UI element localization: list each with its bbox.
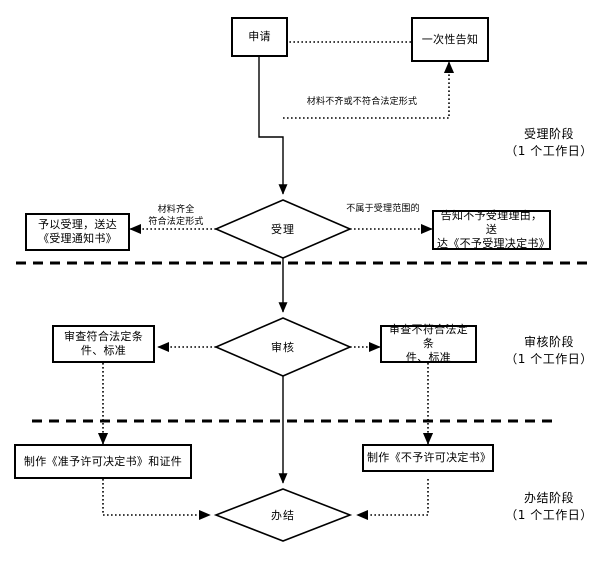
edge-apply-to-accept xyxy=(258,57,288,195)
node-one-time-notice-label: 一次性告知 xyxy=(421,32,479,46)
node-permit-grant-label: 制作《准予许可决定书》和证件 xyxy=(23,454,183,468)
stage-label-finish: 办结阶段 （1 个工作日） xyxy=(497,490,601,525)
node-accept-label: 受理 xyxy=(271,223,295,236)
node-review-fail-label: 审查不符合法定条 件、标准 xyxy=(388,323,469,364)
stage-label-accept-name: 受理阶段 xyxy=(523,127,574,141)
edge-label-materials-complete-text: 材料齐全 符合法定形式 xyxy=(148,205,204,228)
stage-label-finish-duration: （1 个工作日） xyxy=(505,508,593,523)
node-review-pass[interactable]: 审查符合法定条 件、标准 xyxy=(52,325,155,363)
node-apply-label: 申请 xyxy=(248,30,271,44)
node-review-pass-label: 审查符合法定条 件、标准 xyxy=(63,330,144,357)
edge-label-incomplete-materials: 材料不齐或不符合法定形式 xyxy=(281,96,443,108)
edge-label-incomplete-materials-text: 材料不齐或不符合法定形式 xyxy=(306,97,418,107)
edge-deny-to-finish xyxy=(356,479,429,521)
stage-label-finish-name: 办结阶段 xyxy=(523,491,574,505)
node-finish-label: 办结 xyxy=(271,509,295,522)
stage-label-accept: 受理阶段 （1 个工作日） xyxy=(497,126,601,161)
node-review-fail[interactable]: 审查不符合法定条 件、标准 xyxy=(380,323,477,364)
stage-label-review: 审核阶段 （1 个工作日） xyxy=(497,334,601,369)
stage-label-accept-duration: （1 个工作日） xyxy=(505,144,593,159)
stage-label-review-duration: （1 个工作日） xyxy=(505,352,593,367)
node-permit-deny-label: 制作《不予许可决定书》 xyxy=(367,451,492,465)
edge-label-out-of-scope: 不属于受理范围的 xyxy=(331,203,435,215)
node-permit-grant[interactable]: 制作《准予许可决定书》和证件 xyxy=(14,444,192,479)
node-review[interactable]: 审核 xyxy=(240,335,326,359)
edge-grant-to-finish xyxy=(102,479,211,521)
node-accept-no-label: 告知不予受理理由，送 达《不予受理决定书》 xyxy=(437,209,550,250)
node-permit-deny[interactable]: 制作《不予许可决定书》 xyxy=(362,444,494,472)
edge-label-out-of-scope-text: 不属于受理范围的 xyxy=(346,204,420,214)
node-accept-yes-label: 予以受理，送达 《受理通知书》 xyxy=(37,218,118,245)
node-one-time-notice[interactable]: 一次性告知 xyxy=(411,17,489,62)
node-accept-yes[interactable]: 予以受理，送达 《受理通知书》 xyxy=(25,213,130,251)
edge-incomplete-to-notice xyxy=(283,61,455,119)
node-accept[interactable]: 受理 xyxy=(240,217,326,241)
stage-label-review-name: 审核阶段 xyxy=(523,335,574,349)
node-review-label: 审核 xyxy=(271,341,295,354)
node-apply[interactable]: 申请 xyxy=(231,17,288,57)
node-finish[interactable]: 办结 xyxy=(240,503,326,527)
edge-label-materials-complete: 材料齐全 符合法定形式 xyxy=(136,192,216,228)
node-accept-no[interactable]: 告知不予受理理由，送 达《不予受理决定书》 xyxy=(432,209,551,250)
